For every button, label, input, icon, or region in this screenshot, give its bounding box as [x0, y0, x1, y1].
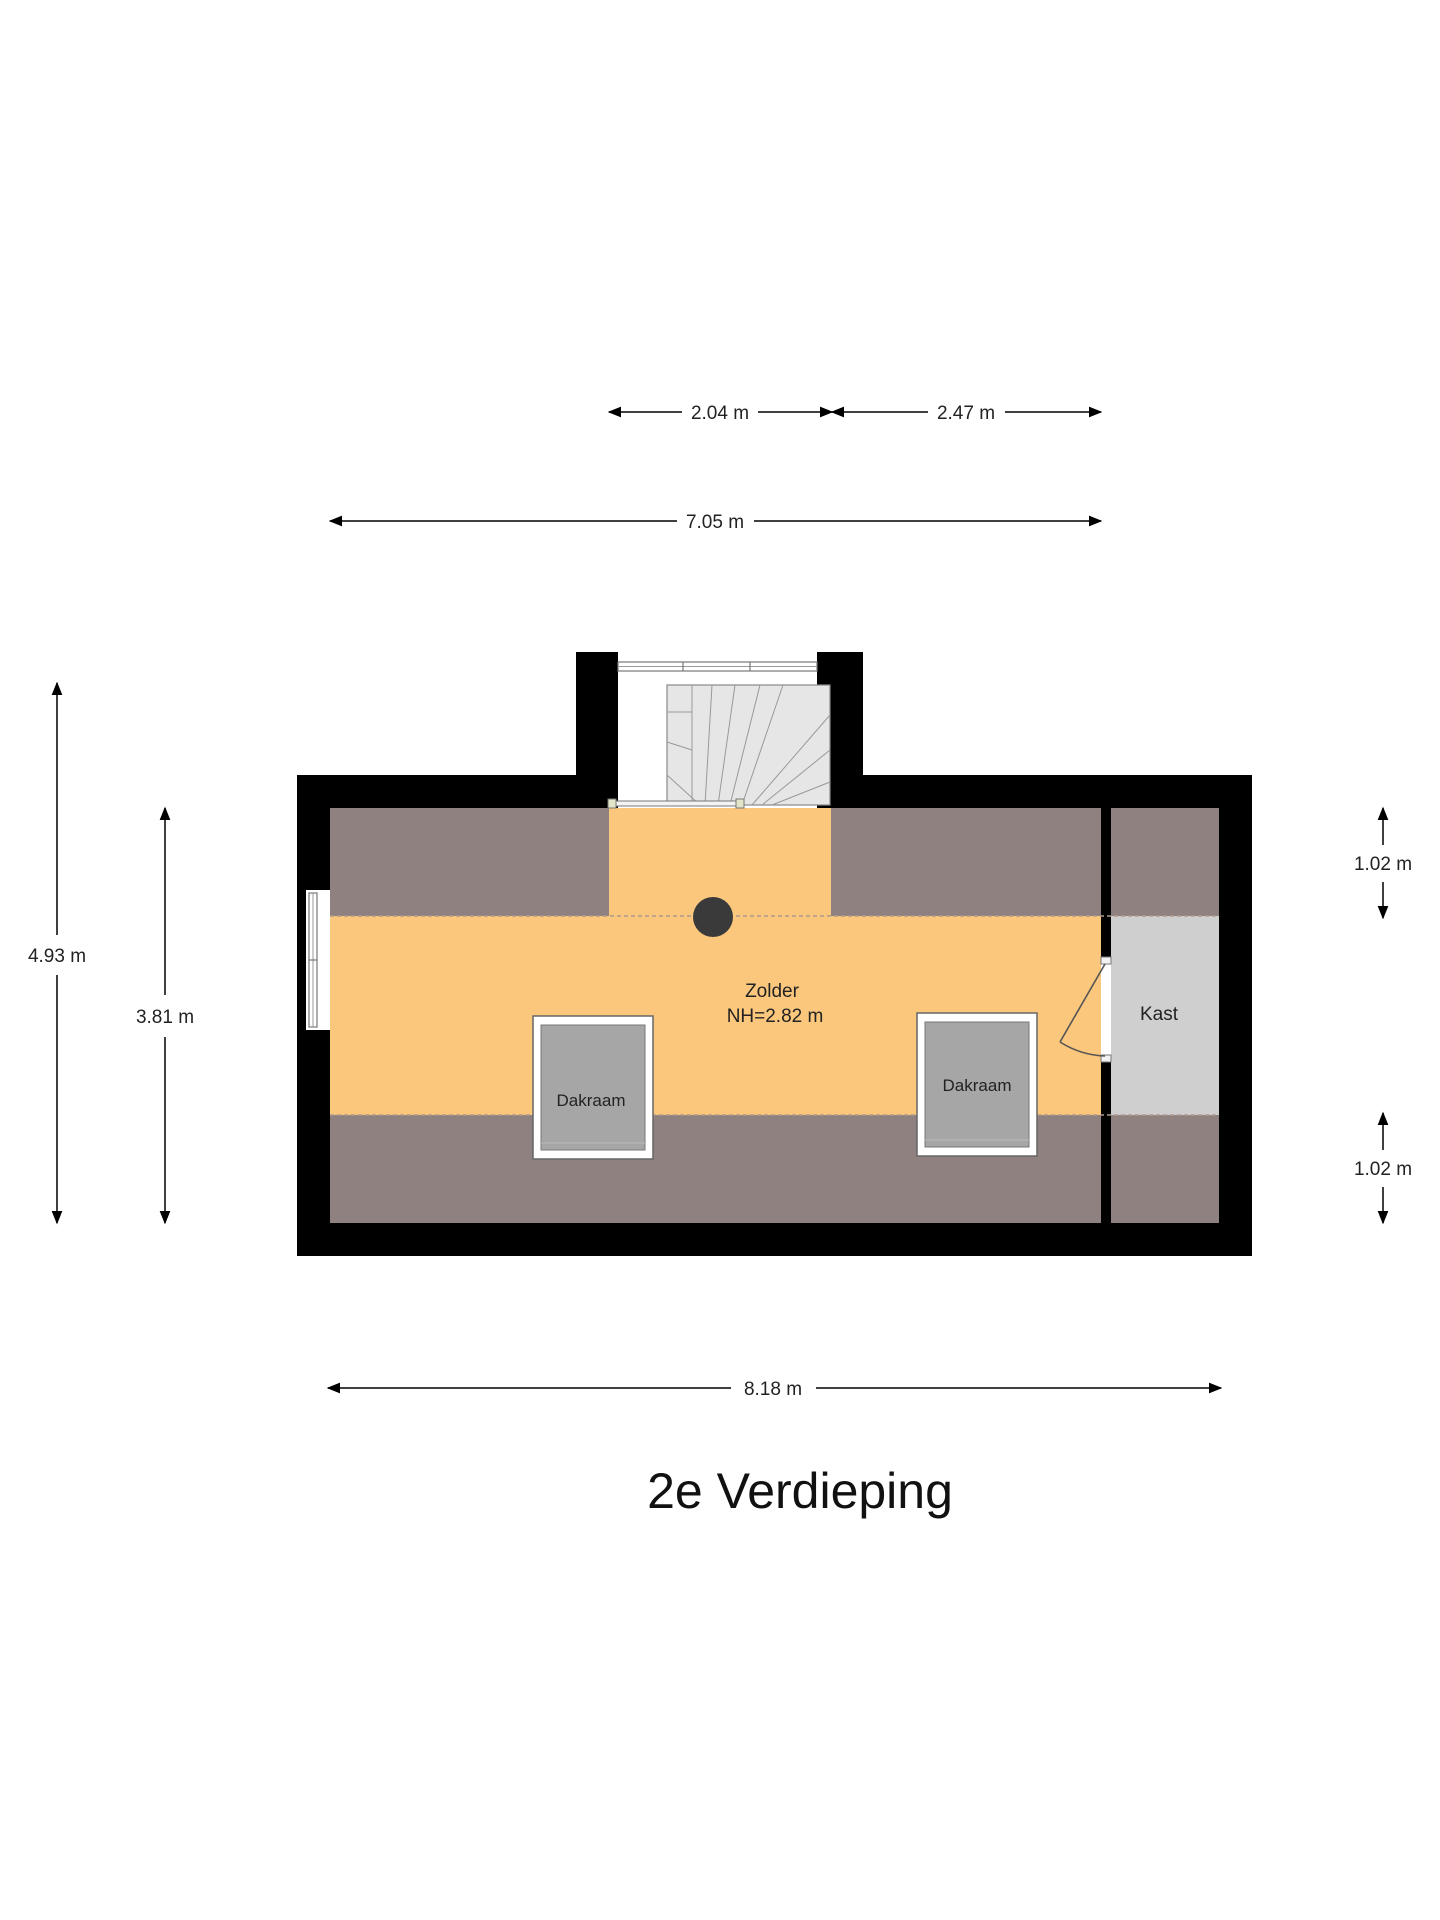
- stair-window: [617, 661, 818, 672]
- dimension-top-right-segment: 2.47 m: [830, 403, 1103, 424]
- closet-low-ceiling-bottom: [1111, 1115, 1219, 1223]
- dimension-label: 2.47 m: [937, 403, 995, 424]
- floor-title: 2e Verdieping: [647, 1463, 953, 1519]
- dimension-top-left-segment: 2.04 m: [607, 403, 834, 424]
- dimension-label: 3.81 m: [136, 1007, 194, 1028]
- staircase: [666, 684, 831, 806]
- stair-railing: [607, 798, 745, 809]
- room-name-zolder: Zolder: [745, 981, 800, 1002]
- skylight-label-right: Dakraam: [943, 1076, 1012, 1095]
- dimension-right-top: 1.02 m: [1354, 806, 1412, 920]
- dimension-left-outer: 4.93 m: [28, 681, 86, 1225]
- stair-wall-left: [576, 652, 618, 782]
- attic-low-ceiling-top-right: [831, 808, 1101, 916]
- closet-door: [1059, 956, 1112, 1063]
- room-height-zolder: NH=2.82 m: [727, 1006, 824, 1027]
- left-window: [306, 890, 330, 1030]
- dimension-label: 7.05 m: [686, 512, 744, 533]
- chimney-pipe: [693, 897, 733, 937]
- closet-floor: [1111, 916, 1219, 1115]
- dimension-label: 4.93 m: [28, 946, 86, 967]
- skylight-right: [916, 1012, 1038, 1157]
- dimension-label: 2.04 m: [691, 403, 749, 424]
- dimension-label: 1.02 m: [1354, 1159, 1412, 1180]
- attic-low-ceiling-top-left: [330, 808, 609, 916]
- skylight-left: [532, 1015, 654, 1160]
- dimension-top-total: 7.05 m: [328, 512, 1103, 533]
- dimension-bottom-total: 8.18 m: [326, 1379, 1223, 1400]
- dimension-label: 1.02 m: [1354, 854, 1412, 875]
- dimension-left-inner: 3.81 m: [136, 806, 194, 1225]
- skylight-label-left: Dakraam: [557, 1091, 626, 1110]
- closet-low-ceiling-top: [1111, 808, 1219, 916]
- dimension-label: 8.18 m: [744, 1379, 802, 1400]
- dimension-right-bottom: 1.02 m: [1354, 1111, 1412, 1225]
- room-name-kast: Kast: [1140, 1004, 1179, 1025]
